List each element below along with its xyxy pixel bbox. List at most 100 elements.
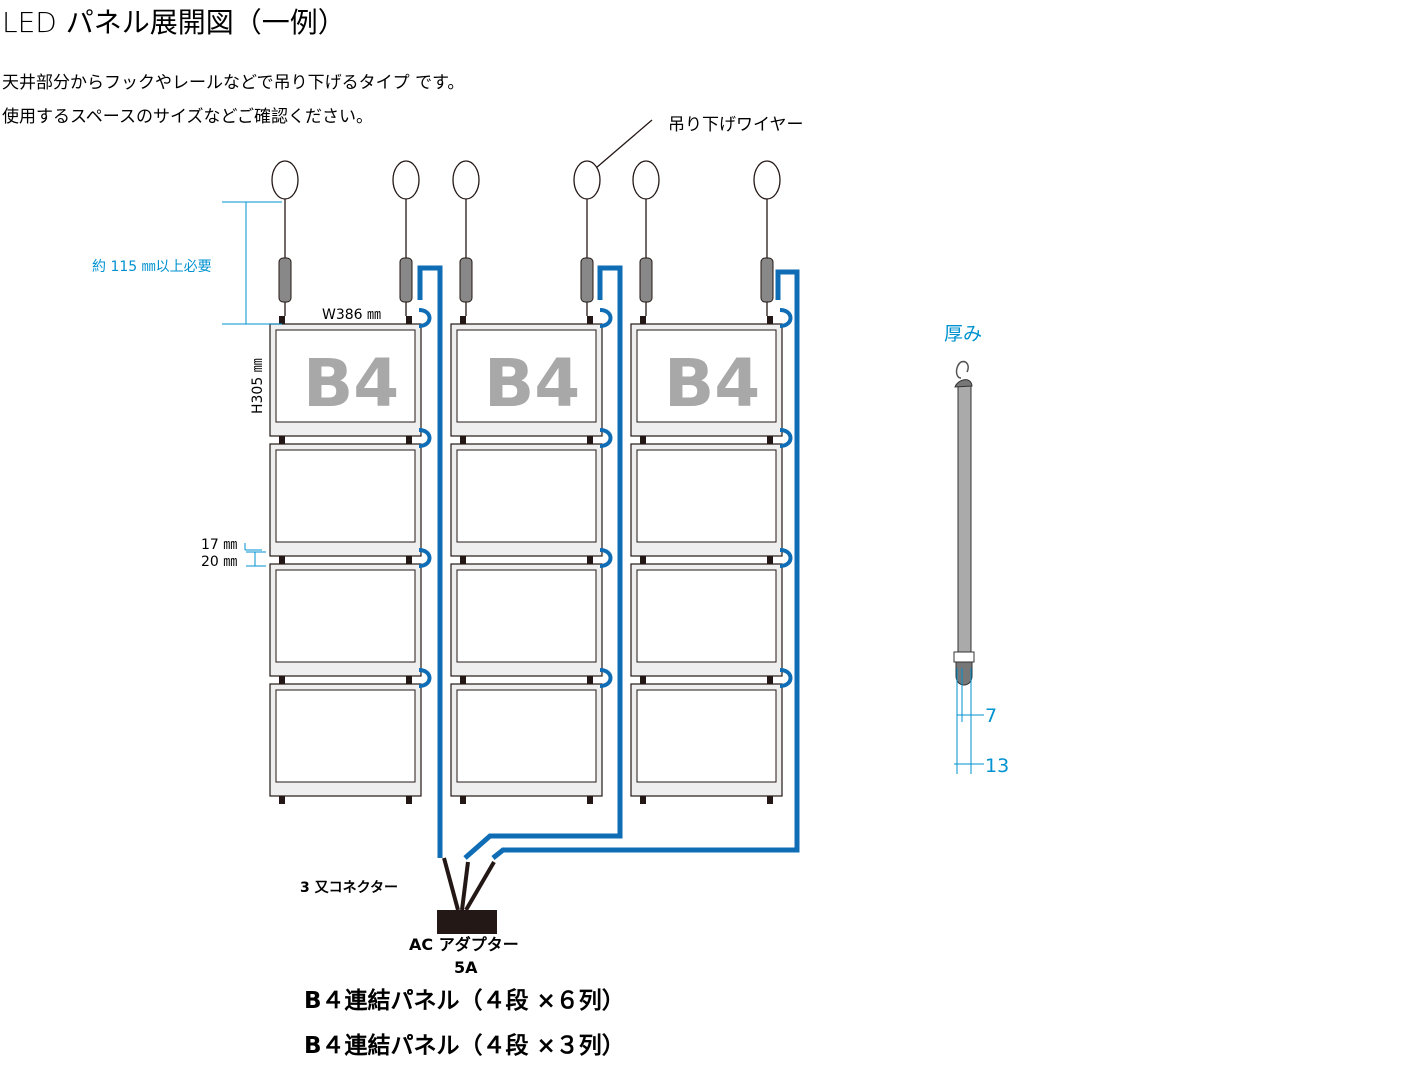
hanger [392,160,420,316]
led-panel: B4 [269,308,432,444]
panel-top-pin [587,436,593,444]
hanging-length-label: 約 115 ㎜以上必要 [92,259,212,275]
panel-top-pin [279,436,285,444]
cable-loop [599,428,613,448]
thickness-title: 厚み [944,323,982,345]
hanger [271,160,299,316]
led-panel [269,668,432,804]
panel-top-pin [767,556,773,564]
panel-display [636,689,777,783]
led-panel [630,428,793,564]
ac-adapter [437,910,497,934]
panel-b4-text: B4 [664,345,760,422]
wire-gripper [459,257,473,303]
hook-loop-icon [753,160,781,200]
led-panel: B4 [450,308,613,444]
hook-loop-icon [271,160,299,200]
panel-b4-text: B4 [484,345,580,422]
panel-top-pin [587,316,593,324]
width-label: W386 ㎜ [322,307,381,323]
description-line-2: 使用するスペースのサイズなどご確認ください。 [2,106,373,127]
thickness-7-label: 7 [985,705,997,727]
led-panel: B4 [630,308,793,444]
hook-loop-icon [392,160,420,200]
panel-display [456,689,597,783]
three-way-connector [442,857,496,912]
panel-bottom-pin [279,796,285,804]
panel-top-pin [640,436,646,444]
led-panel [450,428,613,564]
panel-display [636,449,777,543]
adapter-amp-label: 5A [454,958,478,977]
panel-top-pin [279,316,285,324]
connector-label: 3 又コネクター [300,880,398,896]
cable-loop [599,668,613,688]
panel-top-pin [767,436,773,444]
panel-top-pin [460,556,466,564]
height-label: H305 ㎜ [250,358,266,414]
wire-gripper [278,257,292,303]
panel-bottom-pin [640,796,646,804]
hanger-set [271,160,781,316]
hanging-length-dimension: 約 115 ㎜以上必要 [92,201,282,325]
panel-bottom-pin [406,796,412,804]
panel-display [275,689,416,783]
panel-display [275,449,416,543]
led-panel [630,668,793,804]
panel-bottom-pin [767,796,773,804]
panel-display [456,449,597,543]
cable-loop [779,428,793,448]
description-line-1: 天井部分からフックやレールなどで吊り下げるタイプ です。 [2,73,464,93]
panel-top-pin [640,316,646,324]
wire-label: 吊り下げワイヤー [668,115,804,135]
hanger [452,160,480,316]
panel-display [456,329,597,423]
panel-grid: B4 B4 B4 [269,308,793,804]
panel-top-pin [279,676,285,684]
led-panel [450,668,613,804]
hook-loop-icon [573,160,601,200]
cable-loop [418,668,432,688]
hanger [632,160,660,316]
panel-top-pin [406,436,412,444]
hanger [753,160,781,316]
led-panel [630,548,793,684]
led-panel [269,428,432,564]
power-cable [417,265,443,858]
wire-gripper [580,257,594,303]
wire-gripper [399,257,413,303]
wire-gripper [639,257,653,303]
panel-top-pin [406,676,412,684]
panel-top-pin [640,556,646,564]
panel-display [636,329,777,423]
adapter-label: AC アダプター [409,935,519,954]
panel-top-pin [406,556,412,564]
cable-loop [779,548,793,568]
panel-top-pin [640,676,646,684]
thickness-side-view: 厚み 7 13 [944,323,1009,777]
panel-top-pin [767,316,773,324]
hanger [573,160,601,316]
cable-loop [418,428,432,448]
gap-17-label: 17 ㎜ [201,537,237,553]
led-panel [450,548,613,684]
panel-top-pin [406,316,412,324]
panel-top-pin [587,676,593,684]
panel-display [456,569,597,663]
panel-top-pin [460,676,466,684]
panel-top-pin [279,556,285,564]
panel-display [275,329,416,423]
panel-top-pin [587,556,593,564]
cable-loop [779,668,793,688]
hook-loop-icon [452,160,480,200]
hook-loop-icon [632,160,660,200]
panel-top-pin [767,676,773,684]
side-panel-body [957,385,972,659]
gap-20-label: 20 ㎜ [201,554,237,570]
panel-top-pin [460,316,466,324]
panel-top-pin [460,436,466,444]
cable-loop [599,548,613,568]
power-cable [491,269,800,860]
panel-bottom-pin [460,796,466,804]
